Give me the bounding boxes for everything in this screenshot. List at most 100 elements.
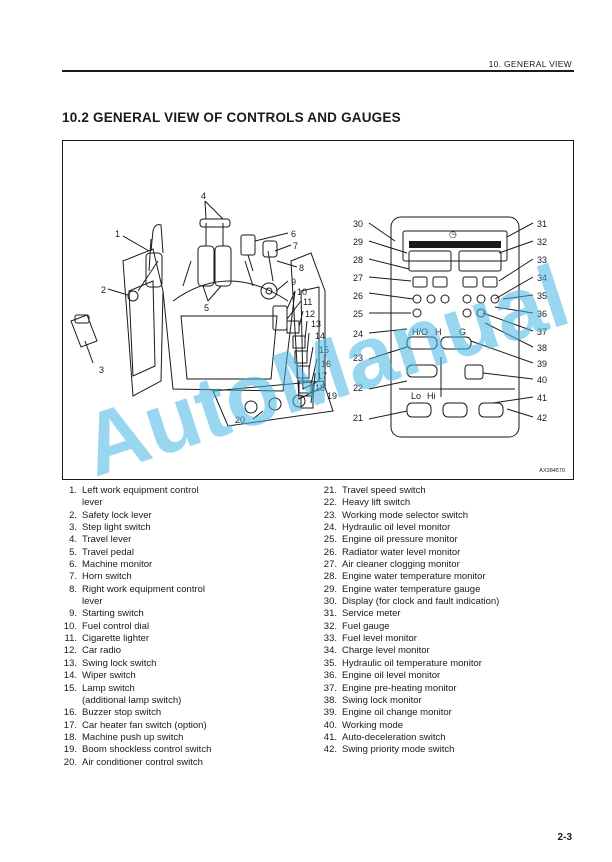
callout-23: 23 — [353, 353, 363, 363]
legend-item-text: Heavy lift switch — [342, 497, 411, 509]
legend-item: 26.Radiator water level monitor — [320, 547, 570, 559]
legend-item: 36.Engine oil level monitor — [320, 670, 570, 682]
legend-item-number: 18. — [63, 731, 77, 743]
monitor-callouts: 21 22 23 24 25 26 27 28 29 30 31 32 33 3… — [353, 219, 547, 423]
legend-item-number — [60, 596, 77, 608]
legend-item-number: 10. — [63, 620, 77, 632]
legend-item-text: Working mode — [342, 719, 404, 731]
callout-17: 17 — [317, 371, 327, 381]
legend-item: 11.Cigarette lighter — [60, 633, 310, 645]
legend-item-text: lever — [82, 497, 103, 509]
legend-item-number — [60, 497, 77, 509]
callout-8: 8 — [299, 263, 304, 273]
section-title: 10.2 GENERAL VIEW OF CONTROLS AND GAUGES — [62, 110, 401, 125]
legend-item-number: 33. — [323, 633, 337, 645]
legend-item-number: 27. — [323, 559, 337, 571]
legend-item: 12. Car radio — [60, 645, 310, 657]
callout-27: 27 — [353, 273, 363, 283]
legend-item-number: 19. — [63, 744, 77, 756]
legend-item-number: 24. — [323, 522, 337, 534]
legend-item-text: Safety lock lever — [82, 509, 152, 521]
legend-item-number: 25. — [323, 534, 337, 546]
callout-11: 11 — [303, 297, 312, 307]
legend-item-text: Buzzer stop switch — [82, 707, 162, 719]
legend-item-number: 3. — [69, 522, 77, 534]
callout-38: 38 — [537, 343, 547, 353]
callout-35: 35 — [537, 291, 547, 301]
legend-item: 37. Engine pre-heating monitor — [320, 683, 570, 695]
callout-20: 20 — [235, 415, 245, 425]
monitor-display-details: ◷ — [409, 229, 501, 248]
legend-item-text: Travel speed switch — [342, 485, 426, 496]
legend-item-text: Boom shockless control switch — [82, 744, 212, 756]
callout-31: 31 — [537, 219, 547, 229]
legend-item-text: Air cleaner clogging monitor — [342, 559, 460, 571]
legend-item-text: Air conditioner control switch — [82, 756, 203, 768]
callout-3: 3 — [99, 365, 104, 375]
legend-item-text: Machine push up switch — [82, 731, 184, 743]
legend-item-text: Car heater fan switch (option) — [82, 719, 207, 731]
callout-26: 26 — [353, 291, 363, 301]
legend-item: 15.Lamp switch — [60, 683, 310, 695]
legend-item-number: 37. — [323, 682, 337, 694]
legend-item: 32.Fuel gauge — [320, 621, 570, 633]
legend-item: 38.Swing lock monitor — [320, 695, 570, 707]
callout-40: 40 — [537, 375, 547, 385]
legend-item-number: 12. — [63, 645, 77, 657]
legend-item-text: Swing lock switch — [82, 657, 157, 669]
legend-item-text: Car radio — [82, 645, 122, 657]
callout-13: 13 — [311, 319, 321, 329]
legend-item-text: Machine monitor — [82, 559, 153, 571]
legend-item: 18. Machine push up switch — [60, 732, 310, 744]
legend-item-number: 14. — [63, 670, 77, 682]
callout-19: 19 — [327, 391, 337, 401]
callout-14: 14 — [315, 331, 325, 341]
legend-item-number: 2. — [69, 509, 77, 521]
legend-item-number: 28. — [323, 571, 337, 583]
callout-12: 12 — [305, 309, 315, 319]
header-rule — [62, 70, 574, 72]
callout-30: 30 — [353, 219, 363, 229]
legend-item-text: Lamp switch — [82, 682, 135, 694]
legend-item: 17.Car heater fan switch (option) — [60, 720, 310, 732]
callout-32: 32 — [537, 237, 547, 247]
legend-item-number: 35. — [323, 657, 337, 669]
legend-item: 14.Wiper switch — [60, 670, 310, 682]
legend-item-number: 9. — [69, 608, 77, 620]
legend-item: 41.Auto-deceleration switch — [320, 732, 570, 744]
cab-outline — [70, 200, 534, 438]
legend-item: 6. Machine monitor — [60, 559, 310, 571]
legend-item: 31.Service meter — [320, 608, 570, 620]
monitor-clock-icon: ◷ — [449, 229, 457, 239]
legend-item: 8.Right work equipment control — [60, 584, 310, 596]
legend-item-text: Fuel control dial — [82, 620, 150, 632]
legend-item: 40.Working mode — [320, 720, 570, 732]
legend-item: 30.Display (for clock and fault indicati… — [320, 596, 570, 608]
legend-item-text: Engine oil pressure monitor — [342, 534, 458, 546]
legend-item: 27. Air cleaner clogging monitor — [320, 559, 570, 571]
callout-18: 18 — [315, 383, 325, 393]
callout-10: 10 — [297, 287, 307, 297]
legend-item-number: 5. — [69, 546, 77, 558]
legend-item-text: Swing priority mode switch — [342, 744, 455, 756]
legend-item-number: 21. — [323, 485, 337, 496]
legend-item-text: Radiator water level monitor — [342, 546, 461, 558]
callout-41: 41 — [537, 393, 547, 403]
callout-42: 42 — [537, 413, 547, 423]
legend-item-text: Step light switch — [82, 522, 151, 534]
legend-item: 13.Swing lock switch — [60, 658, 310, 670]
mode-label-g: G — [459, 327, 466, 337]
mode-label-ho: H/O — [412, 327, 428, 337]
legend-item: 10. Fuel control dial — [60, 621, 310, 633]
legend-item-number: 39. — [323, 707, 337, 719]
legend-item-number — [60, 695, 77, 707]
legend-item-number: 6. — [69, 559, 77, 571]
callout-21: 21 — [353, 413, 363, 423]
callout-37: 37 — [537, 327, 547, 337]
legend-item-text: Service meter — [342, 608, 401, 620]
legend-item-text: Cigarette lighter — [82, 633, 150, 645]
legend-item: 9.Starting switch — [60, 608, 310, 620]
legend-item-text: Engine pre-heating monitor — [342, 682, 457, 694]
